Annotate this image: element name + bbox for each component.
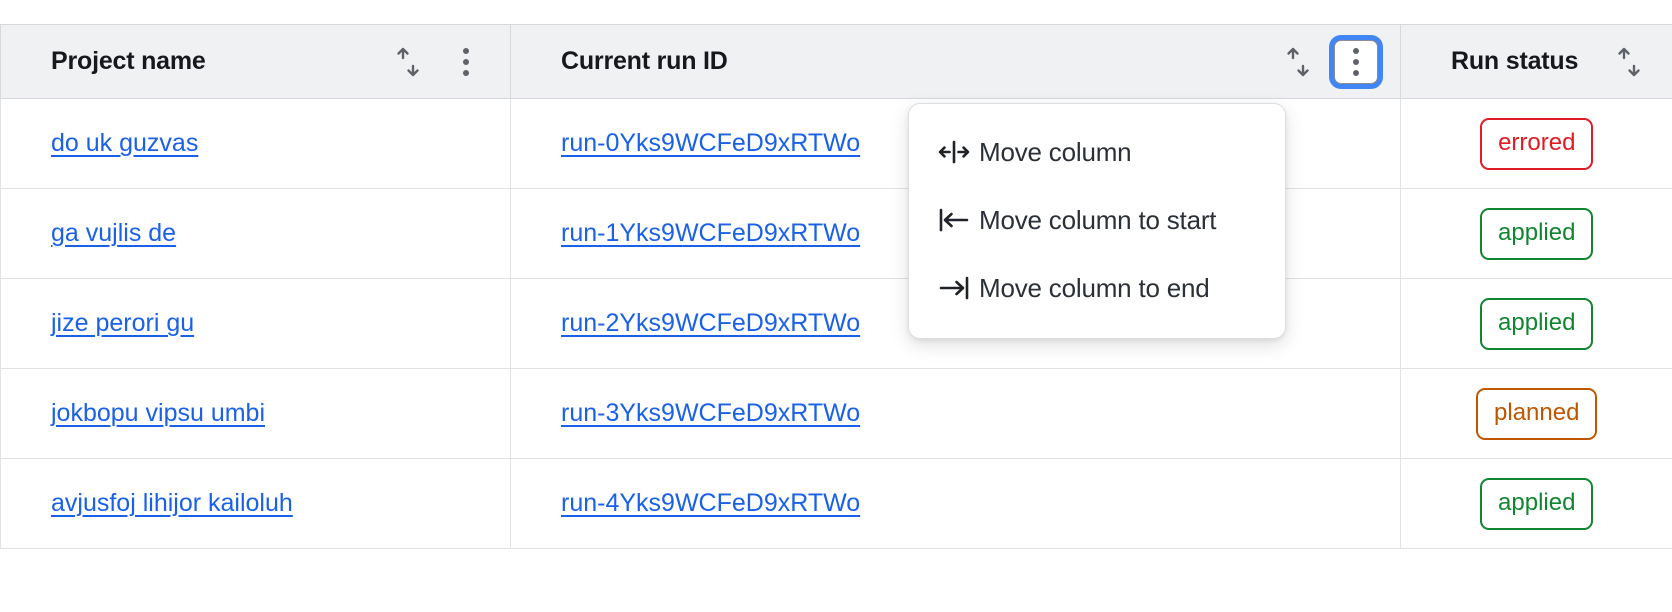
menu-item-move-column[interactable]: Move column — [909, 118, 1285, 186]
table-row: jize perori gu run-2Yks9WCFeD9xRTWo appl… — [0, 278, 1672, 369]
menu-item-label: Move column to start — [979, 204, 1217, 235]
cell-run-status: applied — [1400, 278, 1672, 369]
move-to-end-icon — [937, 275, 979, 301]
status-badge: planned — [1476, 387, 1598, 440]
sort-updown-icon[interactable] — [386, 40, 430, 84]
column-header-current-run-id[interactable]: Current run ID — [510, 24, 1401, 99]
cell-current-run-id: run-4Yks9WCFeD9xRTWo — [510, 458, 1401, 549]
sort-updown-icon[interactable] — [1276, 40, 1320, 84]
table-row: ga vujlis de run-1Yks9WCFeD9xRTWo applie… — [0, 188, 1672, 279]
cell-project-name: ga vujlis de — [0, 188, 511, 279]
table-row: jokbopu vipsu umbi run-3Yks9WCFeD9xRTWo … — [0, 368, 1672, 459]
run-id-link[interactable]: run-2Yks9WCFeD9xRTWo — [561, 309, 861, 337]
kebab-menu-icon — [1353, 47, 1359, 76]
move-to-start-icon — [937, 207, 979, 233]
status-badge: applied — [1480, 207, 1594, 260]
column-header-label-run-status: Run status — [1451, 47, 1579, 75]
column-header-label-project-name: Project name — [51, 47, 206, 75]
project-name-link[interactable]: avjusfoj lihijor kailoluh — [51, 489, 293, 517]
kebab-menu-icon-project-name[interactable] — [444, 40, 488, 84]
cell-project-name: do uk guzvas — [0, 98, 511, 189]
status-badge: applied — [1480, 297, 1594, 350]
run-id-link[interactable]: run-0Yks9WCFeD9xRTWo — [561, 129, 861, 157]
cell-run-status: applied — [1400, 188, 1672, 279]
column-header-project-name[interactable]: Project name — [0, 24, 511, 99]
project-name-link[interactable]: do uk guzvas — [51, 129, 199, 157]
cell-run-status: applied — [1400, 458, 1672, 549]
menu-item-label: Move column to end — [979, 272, 1210, 303]
project-name-link[interactable]: jize perori gu — [51, 309, 195, 337]
column-context-menu: Move column Move column to start Move co… — [908, 103, 1286, 339]
column-header-label-current-run-id: Current run ID — [561, 47, 728, 75]
column-header-run-status[interactable]: Run status — [1400, 24, 1672, 99]
table-body: do uk guzvas run-0Yks9WCFeD9xRTWo errore… — [0, 98, 1672, 549]
kebab-menu-icon-current-run-id[interactable] — [1334, 39, 1378, 84]
move-column-horizontal-icon — [937, 139, 979, 165]
sort-updown-icon[interactable] — [1607, 40, 1651, 84]
run-id-link[interactable]: run-3Yks9WCFeD9xRTWo — [561, 399, 861, 427]
status-badge: errored — [1480, 117, 1594, 170]
table-header-row: Project name — [0, 24, 1672, 99]
cell-run-status: errored — [1400, 98, 1672, 189]
run-id-link[interactable]: run-1Yks9WCFeD9xRTWo — [561, 219, 861, 247]
table-row: avjusfoj lihijor kailoluh run-4Yks9WCFeD… — [0, 458, 1672, 549]
table-header: Project name — [0, 24, 1672, 99]
cell-run-status: planned — [1400, 368, 1672, 459]
kebab-menu-icon — [463, 47, 469, 76]
menu-item-label: Move column — [979, 136, 1132, 167]
project-name-link[interactable]: ga vujlis de — [51, 219, 177, 247]
run-id-link[interactable]: run-4Yks9WCFeD9xRTWo — [561, 489, 861, 517]
projects-table: Project name — [0, 24, 1672, 549]
cell-project-name: jize perori gu — [0, 278, 511, 369]
cell-current-run-id: run-3Yks9WCFeD9xRTWo — [510, 368, 1401, 459]
cell-project-name: jokbopu vipsu umbi — [0, 368, 511, 459]
table-row: do uk guzvas run-0Yks9WCFeD9xRTWo errore… — [0, 98, 1672, 189]
menu-item-move-column-to-end[interactable]: Move column to end — [909, 254, 1285, 322]
menu-item-move-column-to-start[interactable]: Move column to start — [909, 186, 1285, 254]
cell-project-name: avjusfoj lihijor kailoluh — [0, 458, 511, 549]
project-name-link[interactable]: jokbopu vipsu umbi — [51, 399, 266, 427]
status-badge: applied — [1480, 477, 1594, 530]
